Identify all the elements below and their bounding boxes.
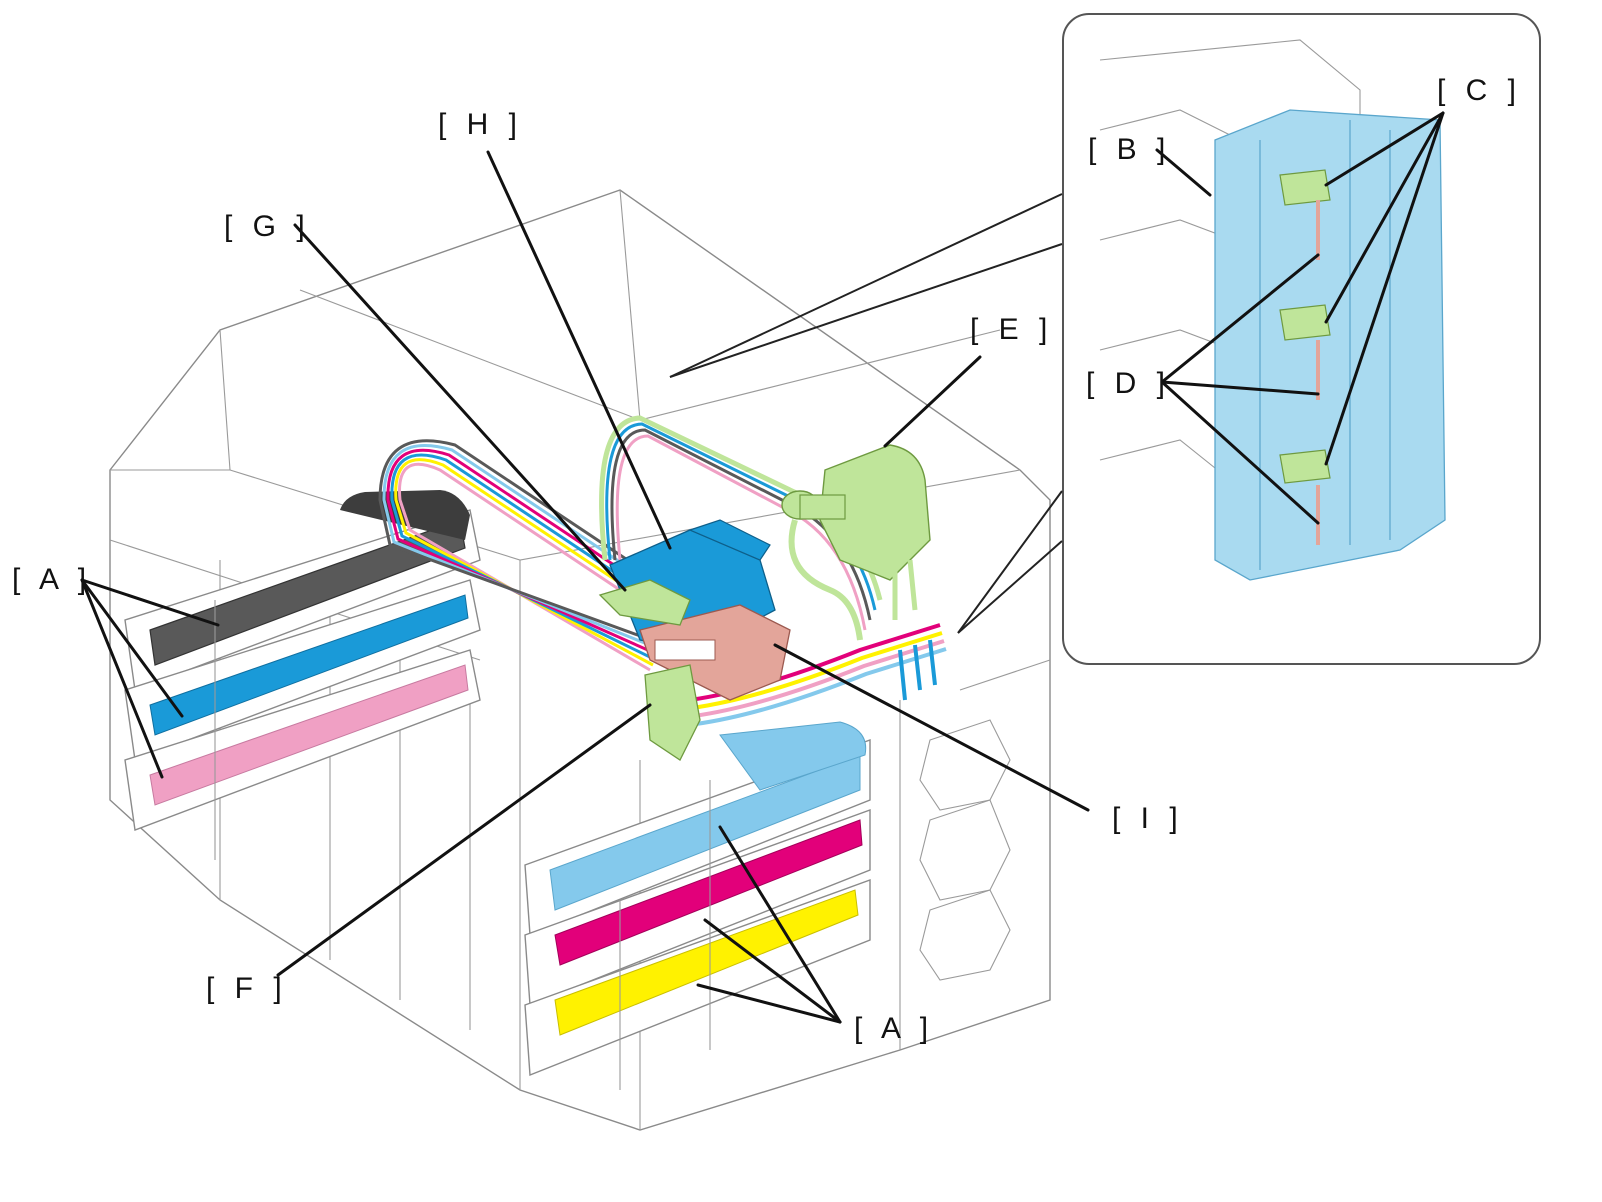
leader-a-left-2 <box>80 578 184 718</box>
label-a-right: [ A ] <box>854 1012 935 1045</box>
leader-a-right-1 <box>718 825 842 1024</box>
leader-h <box>486 150 672 550</box>
leader-a-right-2 <box>703 918 842 1024</box>
leader-e <box>883 355 982 448</box>
leader-d-1 <box>1160 253 1320 384</box>
leader-g <box>293 223 627 592</box>
leader-a-right-3 <box>696 983 842 1024</box>
label-e: [ E ] <box>970 313 1054 346</box>
inset-detail <box>1062 13 1541 665</box>
label-g: [ G ] <box>224 210 311 243</box>
leader-a-left-3 <box>80 578 164 779</box>
label-i: [ I ] <box>1112 802 1184 835</box>
leader-lines <box>80 111 1445 1024</box>
label-d: [ D ] <box>1086 367 1172 400</box>
label-h: [ H ] <box>438 108 524 141</box>
leader-f <box>276 703 652 977</box>
leader-d-2 <box>1160 380 1320 396</box>
leader-a-left-1 <box>80 578 220 627</box>
leader-b <box>1155 148 1212 197</box>
label-f: [ F ] <box>206 972 288 1005</box>
inset-callout-lines <box>669 193 1063 634</box>
carriage-unit <box>598 519 791 761</box>
leader-c-1 <box>1324 111 1445 187</box>
leader-c-3 <box>1324 111 1445 466</box>
ink-tube-bundle <box>378 439 666 672</box>
leader-c-2 <box>1324 111 1445 324</box>
label-b: [ B ] <box>1088 133 1172 166</box>
label-c: [ C ] <box>1437 74 1523 107</box>
pump-unit <box>781 444 931 641</box>
leader-i <box>773 643 1090 812</box>
label-a-left: [ A ] <box>12 563 93 596</box>
leader-d-3 <box>1160 380 1320 525</box>
